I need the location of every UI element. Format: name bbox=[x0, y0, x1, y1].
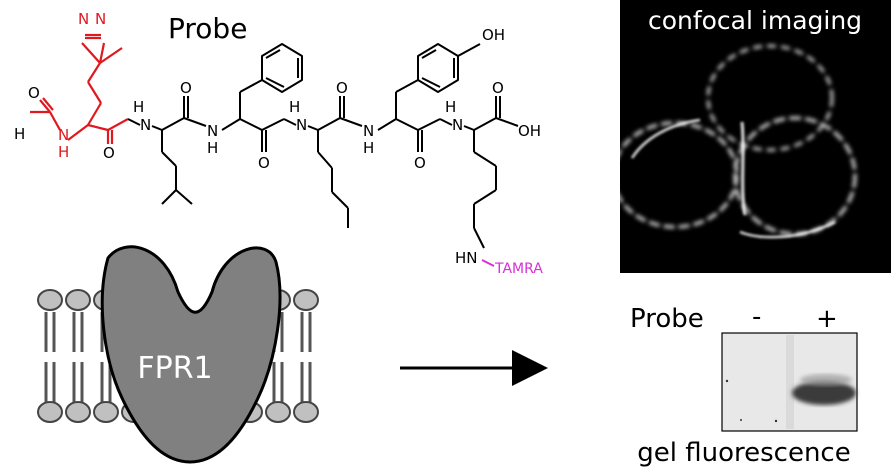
atom-nh5-n: N bbox=[363, 122, 374, 140]
atom-n2: N bbox=[95, 10, 106, 28]
confocal-image: confocal imaging bbox=[611, 0, 891, 273]
atom-o6: O bbox=[492, 79, 504, 97]
diazirine-group bbox=[30, 33, 129, 144]
atom-o-formyl: O bbox=[28, 84, 40, 102]
atom-nh4-n: N bbox=[296, 116, 307, 134]
atom-hn-side: HN bbox=[455, 249, 478, 267]
atom-oh-phenol: OH bbox=[482, 26, 505, 44]
tamra-bond bbox=[481, 259, 495, 267]
atom-nh1-h: H bbox=[58, 143, 69, 161]
gel-probe-label: Probe bbox=[630, 304, 704, 334]
process-arrow bbox=[400, 350, 548, 386]
atom-nh4-h: H bbox=[289, 98, 300, 116]
atom-o5: O bbox=[414, 154, 426, 172]
atom-nh1-n: N bbox=[58, 126, 69, 144]
atom-h-formyl: H bbox=[14, 125, 25, 143]
gel-lane-minus: - bbox=[752, 302, 761, 332]
atom-nh3-h: H bbox=[207, 139, 218, 157]
atom-oh-acid: OH bbox=[518, 122, 541, 140]
atom-n1: N bbox=[78, 10, 89, 28]
atom-nh2-n: N bbox=[140, 116, 151, 134]
atom-nh6-h: H bbox=[445, 98, 456, 116]
lipid-molecule bbox=[37, 289, 63, 423]
probe-title: Probe bbox=[168, 12, 247, 45]
probe-structure: Probe N N O H N H O bbox=[14, 10, 543, 277]
gel-band bbox=[792, 381, 856, 405]
atom-nh3-n: N bbox=[207, 122, 218, 140]
gel-caption: gel fluorescence bbox=[637, 438, 850, 468]
tamra-label: TAMRA bbox=[494, 261, 543, 277]
atom-o3: O bbox=[258, 154, 270, 172]
stereo-wedges bbox=[160, 130, 164, 152]
atom-o4: O bbox=[336, 79, 348, 97]
peptide-backbone bbox=[127, 43, 519, 249]
gel-lane-plus: + bbox=[816, 304, 838, 334]
gel-smear bbox=[800, 374, 852, 386]
atom-nh5-h: H bbox=[363, 139, 374, 157]
lipid-molecule bbox=[65, 289, 91, 423]
atom-o2: O bbox=[180, 79, 192, 97]
fpr1-receptor bbox=[100, 245, 282, 464]
atom-nh6-n: N bbox=[452, 116, 463, 134]
fpr1-label: FPR1 bbox=[137, 351, 212, 386]
gel-panel: Probe - + gel fluorescence bbox=[630, 302, 858, 468]
lipid-molecule bbox=[293, 289, 319, 423]
atom-nh2-h: H bbox=[133, 98, 144, 116]
atom-o1: O bbox=[103, 144, 115, 162]
confocal-label: confocal imaging bbox=[648, 6, 862, 35]
gel-lane-divider bbox=[786, 335, 794, 429]
